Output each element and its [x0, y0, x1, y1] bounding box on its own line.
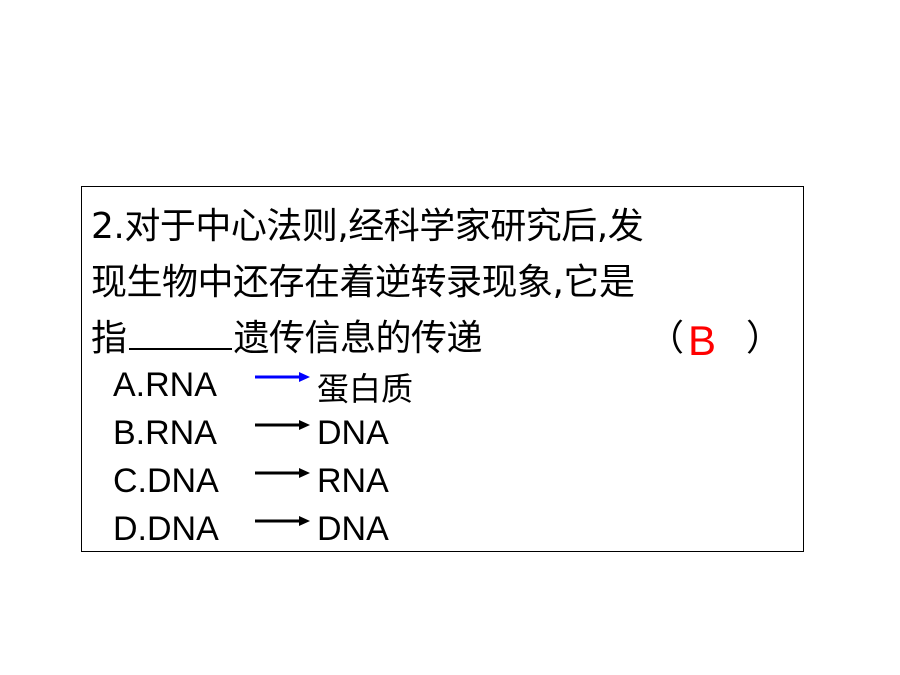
- option-b-from: B.RNA: [113, 414, 217, 452]
- arrow-right-icon: [255, 420, 310, 430]
- question-box: 2.对于中心法则,经科学家研究后,发 现生物中还存在着逆转录现象,它是 指 遗传信…: [81, 186, 804, 552]
- question-text-line-3: 指 遗传信息的传递: [91, 315, 483, 363]
- question-text-suffix: 遗传信息的传递: [233, 318, 483, 359]
- option-b-to: DNA: [317, 414, 389, 452]
- answer-letter: B: [688, 317, 717, 364]
- option-a-to: 蛋白质: [317, 370, 414, 408]
- arrow-right-icon: [255, 468, 310, 478]
- option-b: B.RNA DNA: [113, 411, 533, 455]
- option-d-to: DNA: [317, 510, 389, 548]
- option-c: C.DNA RNA: [113, 459, 533, 503]
- answer-paren-close: ）: [746, 318, 783, 359]
- question-text-prefix: 指: [91, 318, 127, 359]
- question-text-line-2: 现生物中还存在着逆转录现象,它是: [91, 262, 635, 303]
- option-d-from: D.DNA: [113, 510, 219, 548]
- option-c-to: RNA: [317, 462, 389, 500]
- option-a-from: A.RNA: [113, 366, 217, 404]
- arrow-right-icon: [255, 372, 310, 382]
- option-d: D.DNA DNA: [113, 507, 533, 551]
- answer-blank: [128, 316, 232, 350]
- option-c-from: C.DNA: [113, 462, 219, 500]
- question-text-line-1: 2.对于中心法则,经科学家研究后,发: [91, 206, 644, 247]
- option-a: A.RNA 蛋白质: [113, 363, 533, 408]
- arrow-right-icon: [255, 516, 310, 526]
- answer-paren-open: （: [648, 318, 685, 359]
